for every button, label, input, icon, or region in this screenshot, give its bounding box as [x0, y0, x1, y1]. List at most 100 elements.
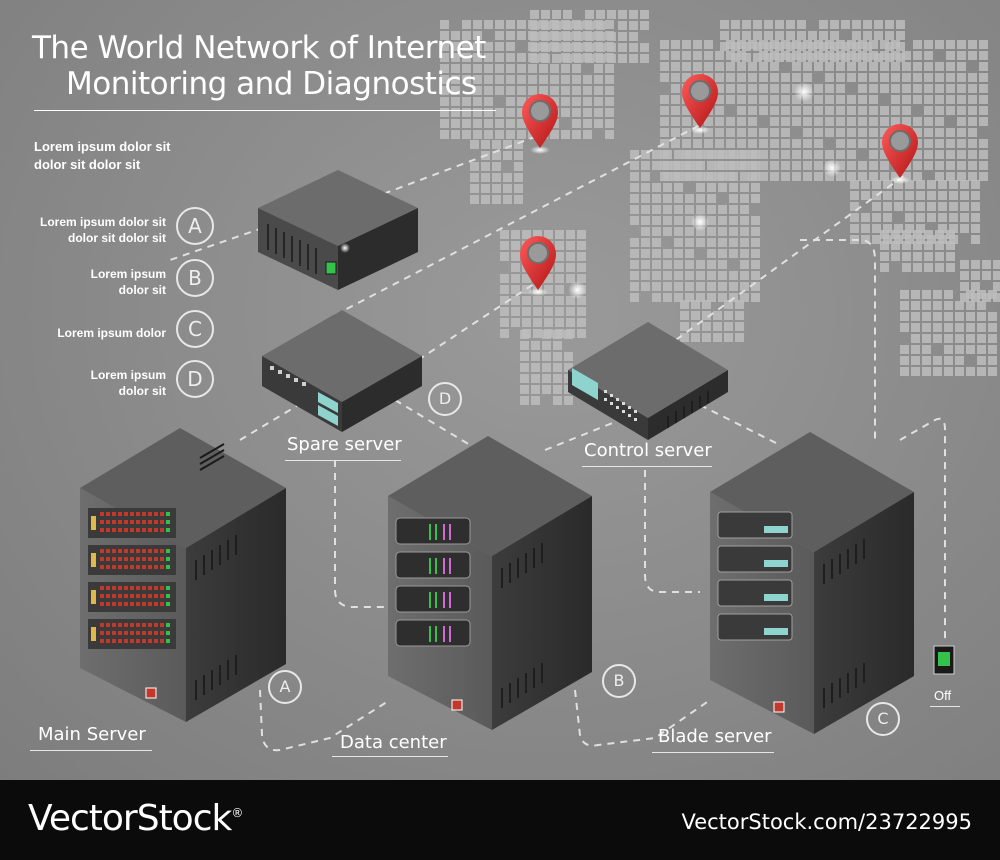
map-pixel — [977, 367, 986, 376]
map-pixel — [641, 205, 650, 214]
map-pixel — [891, 84, 900, 93]
map-pixel — [775, 42, 784, 51]
map-pixel — [707, 227, 716, 236]
map-pixel — [924, 84, 933, 93]
map-pixel — [674, 183, 683, 192]
led-indicator — [136, 520, 140, 524]
map-pixel — [792, 161, 801, 170]
map-pixel — [946, 263, 955, 272]
map-pixel — [542, 352, 551, 361]
small-server-icon — [258, 170, 418, 290]
led-indicator — [100, 512, 104, 516]
map-pixel — [737, 117, 746, 126]
map-pixel — [718, 216, 727, 225]
map-pixel — [858, 84, 867, 93]
map-pixel — [533, 329, 542, 338]
map-pixel — [520, 363, 529, 372]
map-pixel — [971, 271, 980, 280]
map-pixel — [605, 20, 614, 29]
led-indicator — [142, 594, 146, 598]
map-pixel — [933, 312, 942, 321]
map-pixel — [836, 84, 845, 93]
map-pixel — [495, 31, 504, 40]
map-pixel — [960, 180, 969, 189]
led-indicator — [106, 520, 110, 524]
map-pixel — [742, 53, 751, 62]
map-pixel — [770, 95, 779, 104]
map-pixel — [946, 230, 955, 239]
map-pixel — [781, 139, 790, 148]
map-pixel — [924, 263, 933, 272]
map-pixel — [913, 230, 922, 239]
led-indicator — [112, 631, 116, 635]
map-pixel — [916, 213, 925, 222]
map-pixel — [847, 62, 856, 71]
map-pixel — [563, 21, 572, 30]
map-pixel — [696, 271, 705, 280]
map-pixel — [896, 31, 905, 40]
led-indicator — [100, 528, 104, 532]
map-pixel — [949, 202, 958, 211]
data-center-label: Data center — [340, 732, 447, 753]
map-pixel — [737, 62, 746, 71]
map-pixel — [869, 106, 878, 115]
map-pixel — [955, 345, 964, 354]
legend-text-d: Lorem ipsum dolor sit — [16, 367, 166, 399]
led-indicator — [124, 520, 128, 524]
map-pixel — [641, 249, 650, 258]
map-pixel — [484, 108, 493, 117]
map-pixel — [847, 95, 856, 104]
map-pixel — [836, 172, 845, 181]
map-pixel — [858, 106, 867, 115]
map-pixel — [891, 73, 900, 82]
map-pixel — [731, 42, 740, 51]
map-pixel — [861, 191, 870, 200]
map-pixel — [555, 296, 564, 305]
map-pixel — [751, 271, 760, 280]
led-indicator — [118, 549, 122, 553]
map-pixel — [674, 216, 683, 225]
map-pixel — [726, 161, 735, 170]
led-indicator — [106, 623, 110, 627]
map-pixel — [682, 62, 691, 71]
map-pixel — [759, 73, 768, 82]
map-pixel — [707, 238, 716, 247]
map-pixel — [674, 293, 683, 302]
map-pixel — [858, 139, 867, 148]
map-pixel — [682, 40, 691, 49]
map-pixel — [531, 396, 540, 405]
map-pixel — [874, 20, 883, 29]
map-pixel — [671, 73, 680, 82]
map-pixel — [729, 249, 738, 258]
map-pixel — [792, 150, 801, 159]
map-pixel — [740, 293, 749, 302]
map-pixel — [770, 51, 779, 60]
map-pixel — [693, 51, 702, 60]
map-pixel — [775, 20, 784, 29]
map-pixel — [883, 235, 892, 244]
map-pixel — [751, 293, 760, 302]
map-pixel — [740, 183, 749, 192]
map-pixel — [517, 97, 526, 106]
led-indicator — [130, 631, 134, 635]
led-indicator — [124, 557, 128, 561]
map-pixel — [966, 301, 975, 310]
spare-server-underline — [285, 460, 401, 461]
map-pixel — [596, 54, 605, 63]
map-pixel — [916, 202, 925, 211]
spare-server-label: Spare server — [287, 434, 402, 455]
led-indicator — [100, 586, 104, 590]
map-pixel — [718, 271, 727, 280]
map-pixel — [495, 53, 504, 62]
map-pixel — [685, 205, 694, 214]
map-pixel — [629, 43, 638, 52]
map-pixel — [924, 106, 933, 115]
map-pixel — [988, 367, 997, 376]
map-pixel — [674, 271, 683, 280]
map-pixel — [503, 151, 512, 160]
led-indicator — [148, 549, 152, 553]
map-pixel — [891, 106, 900, 115]
map-pixel — [671, 172, 680, 181]
map-pixel — [905, 213, 914, 222]
map-pixel — [751, 183, 760, 192]
